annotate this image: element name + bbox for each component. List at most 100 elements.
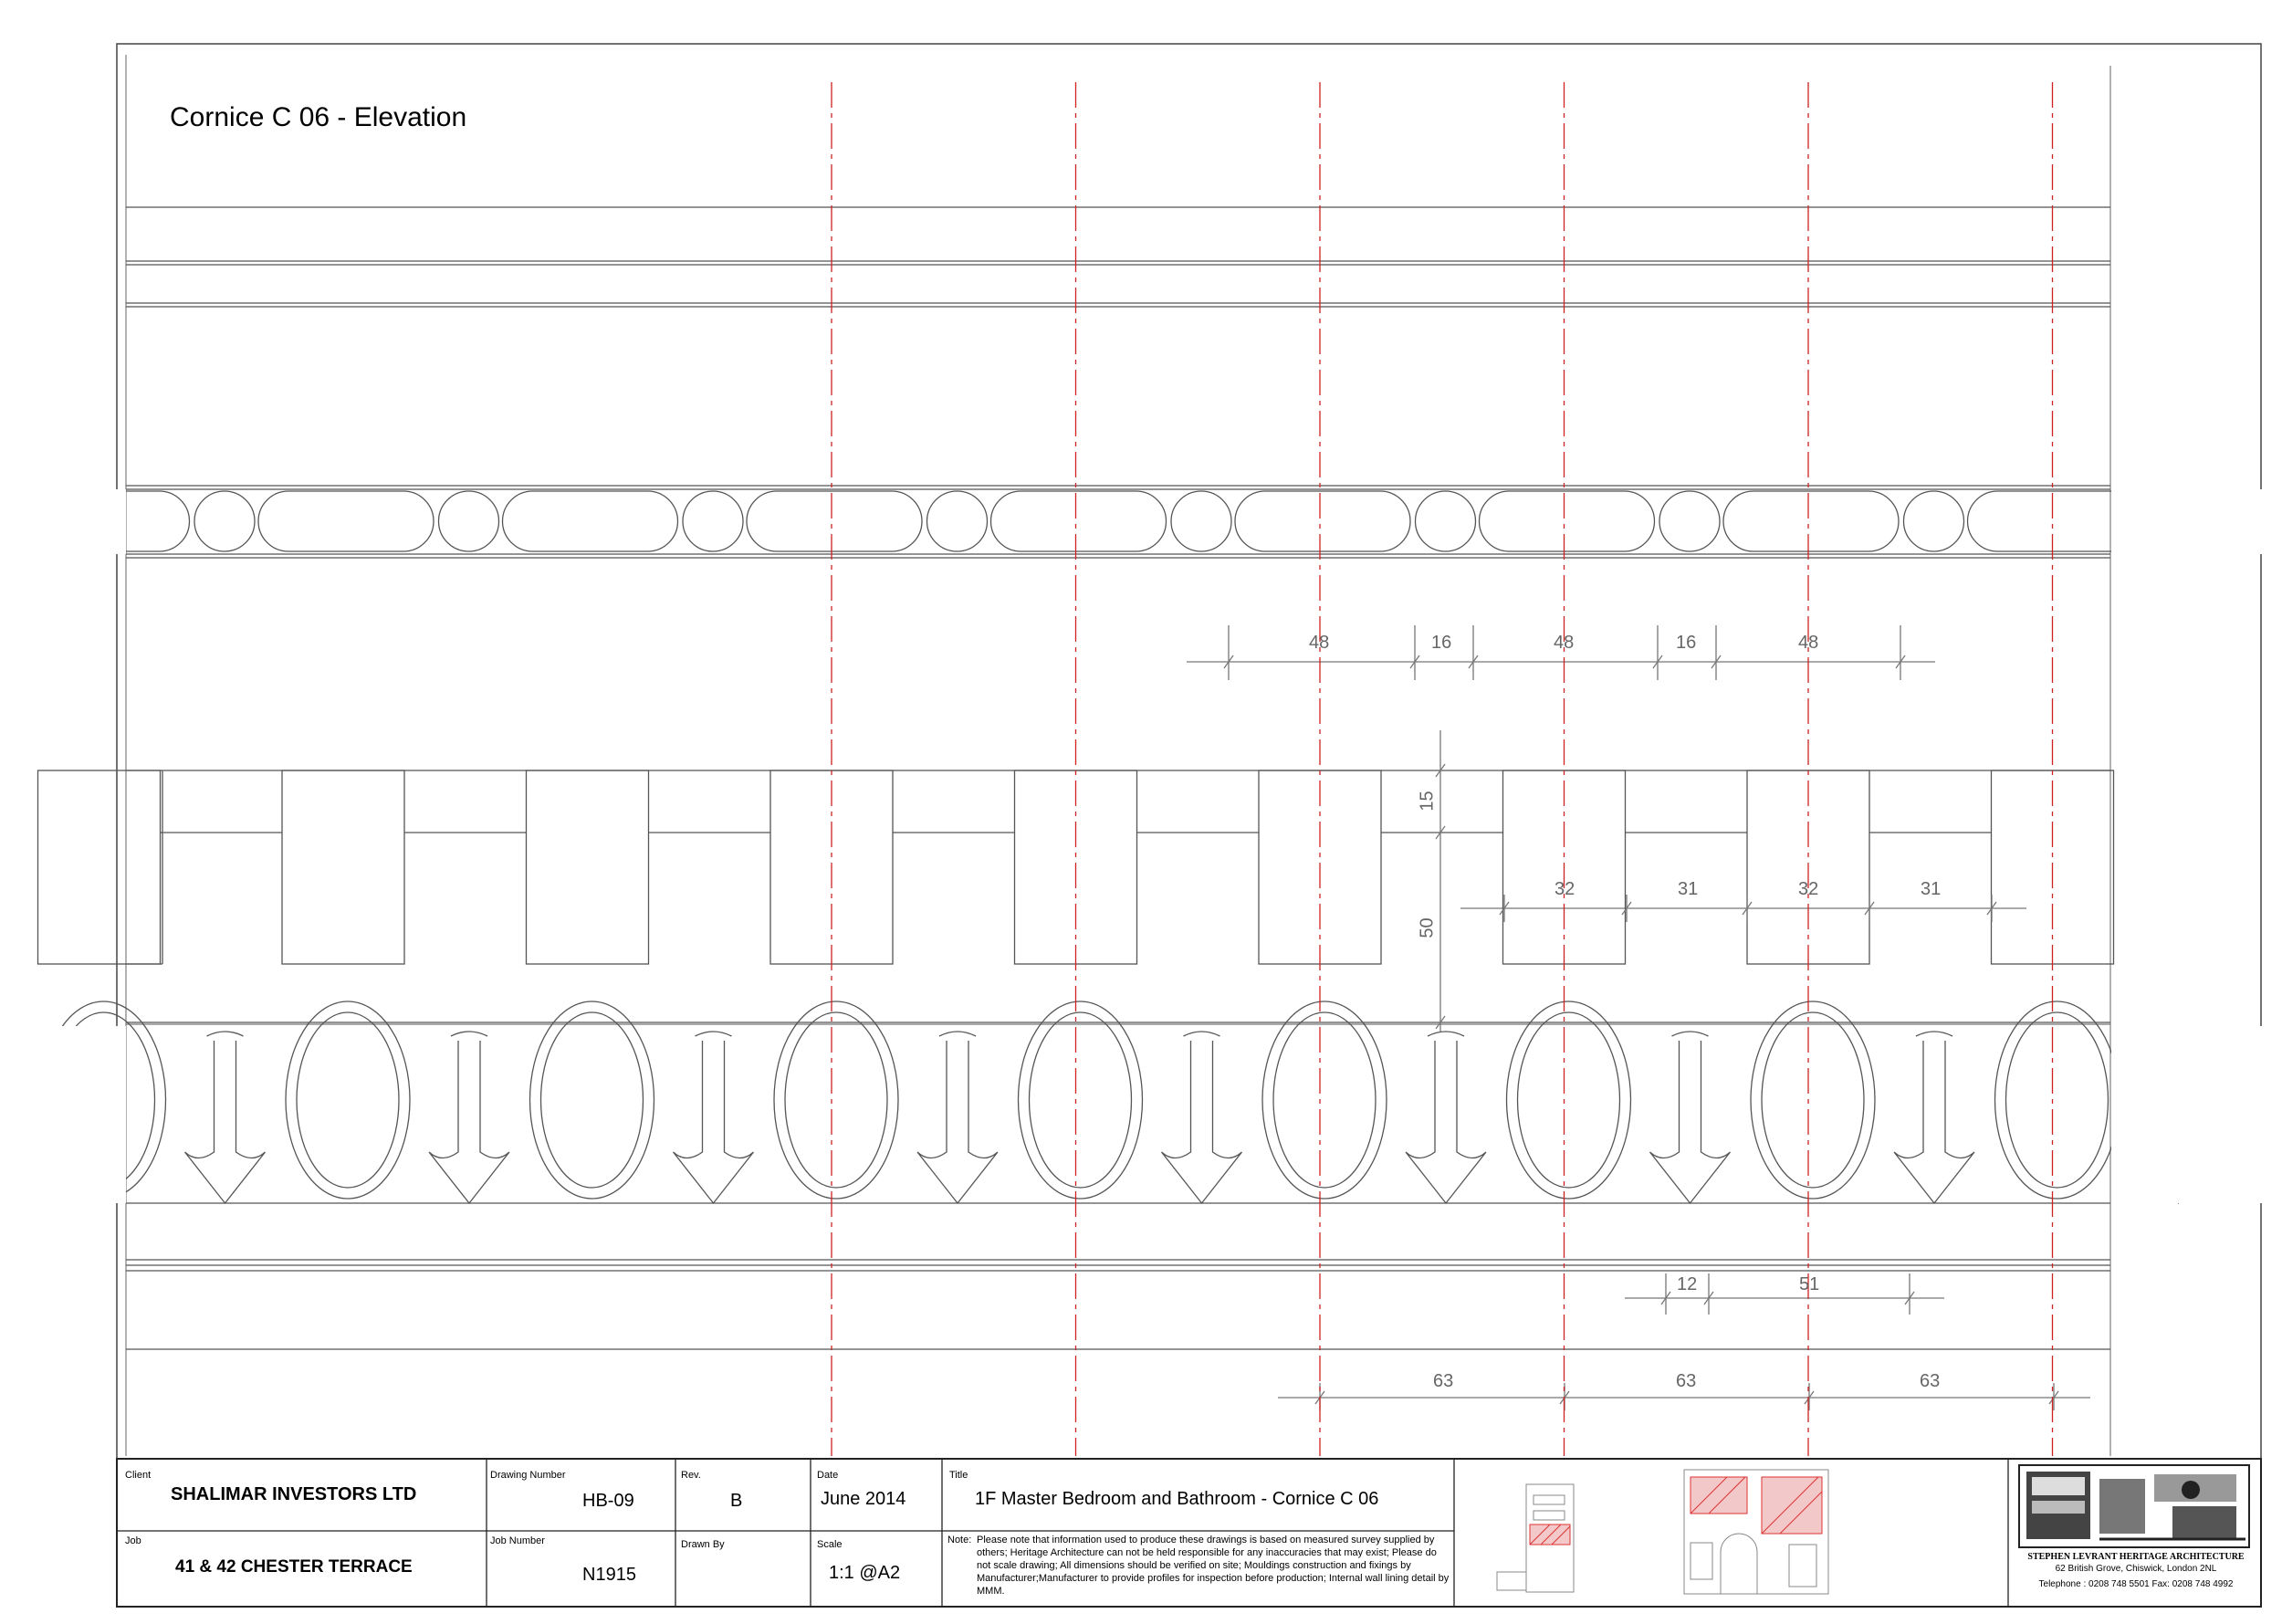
- title-value: 1F Master Bedroom and Bathroom - Cornice…: [975, 1489, 1379, 1509]
- reel: [501, 490, 679, 552]
- note-text: Please note that information used to pro…: [977, 1535, 1450, 1597]
- key-plan-thumbnails: [1496, 1469, 1829, 1595]
- egg-inner: [1761, 1011, 1865, 1189]
- egg-inner: [296, 1011, 400, 1189]
- dimension-label: 16: [1431, 633, 1452, 653]
- egg-outer: [1261, 1001, 1387, 1200]
- firm-address: 62 British Grove, Chiswick, London 2NL: [2055, 1564, 2217, 1574]
- dimension-label: 32: [1554, 879, 1575, 899]
- dimension-label: 31: [1678, 879, 1699, 899]
- bead: [437, 490, 500, 552]
- mask: [2111, 1026, 2282, 1203]
- dimension-label: 48: [1798, 633, 1819, 653]
- rev-label: Rev.: [681, 1470, 701, 1481]
- firm-logo: [2018, 1464, 2250, 1548]
- egg-outer: [1994, 1001, 2120, 1200]
- elevation-hatch: [1529, 1524, 1571, 1545]
- dart: [1160, 1041, 1243, 1205]
- plan-hatch-left: [1690, 1476, 1748, 1514]
- egg-outer: [285, 1001, 411, 1200]
- dart: [672, 1041, 755, 1205]
- reel: [1478, 490, 1656, 552]
- dimension-label-vertical: 15: [1417, 791, 1438, 812]
- dart-top: [1427, 1031, 1465, 1037]
- egg-and-dart-moulding: [0, 1001, 2282, 1205]
- dart: [1405, 1041, 1487, 1205]
- drawing-number: HB-09: [582, 1491, 634, 1511]
- centerlines: [831, 82, 2054, 1456]
- job-name: 41 & 42 CHESTER TERRACE: [175, 1557, 413, 1577]
- client-label: Client: [125, 1470, 152, 1481]
- dart-top: [1915, 1031, 1953, 1037]
- dart: [916, 1041, 999, 1205]
- job-number: N1915: [582, 1565, 636, 1585]
- egg-inner: [784, 1011, 888, 1189]
- dart-top: [695, 1031, 732, 1037]
- bead-and-reel-moulding: [0, 489, 2282, 554]
- egg-outer: [1505, 1001, 1632, 1200]
- dentil-block: [525, 770, 650, 965]
- egg-inner: [1028, 1011, 1133, 1189]
- dimension-label: 63: [1920, 1371, 1941, 1391]
- elevation-thumbnail: [1525, 1483, 1575, 1593]
- dimension-label: 32: [1798, 879, 1819, 899]
- job-number-label: Job Number: [490, 1535, 545, 1546]
- bead: [1659, 490, 1721, 552]
- egg-outer: [1750, 1001, 1876, 1200]
- bead: [682, 490, 744, 552]
- egg-inner: [539, 1011, 644, 1189]
- dimension-label: 51: [1799, 1274, 1820, 1294]
- scale-label: Scale: [817, 1539, 843, 1550]
- mask: [0, 1026, 126, 1203]
- reel: [257, 490, 434, 552]
- egg-inner: [1516, 1011, 1621, 1189]
- dimension-label: 48: [1309, 633, 1330, 653]
- drawn-by-label: Drawn By: [681, 1539, 725, 1550]
- dart: [1893, 1041, 1975, 1205]
- dart-top: [206, 1031, 244, 1037]
- dentil-block: [37, 770, 162, 965]
- firm-name: STEPHEN LEVRANT HERITAGE ARCHITECTURE: [2027, 1552, 2245, 1562]
- dimension-label: 31: [1921, 879, 1942, 899]
- dimension-label: 63: [1676, 1371, 1697, 1391]
- dart: [1649, 1041, 1732, 1205]
- egg-outer: [529, 1001, 655, 1200]
- bead: [1414, 490, 1477, 552]
- dart-top: [1183, 1031, 1220, 1037]
- note-label: Note:: [947, 1535, 972, 1545]
- title-label: Title: [949, 1470, 968, 1481]
- mask: [0, 489, 126, 554]
- bead: [194, 490, 256, 552]
- reel: [1722, 490, 1900, 552]
- dimension-label: 63: [1433, 1371, 1454, 1391]
- reel: [1234, 490, 1411, 552]
- firm-phone: Telephone : 0208 748 5501 Fax: 0208 748 …: [2038, 1579, 2234, 1589]
- dimension-ticks: [1223, 625, 2059, 1410]
- plan-thumbnail: [1683, 1469, 1829, 1595]
- client-name: SHALIMAR INVESTORS LTD: [171, 1484, 417, 1504]
- bead: [926, 490, 989, 552]
- dimension-label: 48: [1554, 633, 1575, 653]
- job-label: Job: [125, 1535, 141, 1546]
- scale-value: 1:1 @A2: [829, 1563, 901, 1583]
- dimension-label-vertical: 50: [1417, 917, 1438, 938]
- egg-inner: [1272, 1011, 1377, 1189]
- bead: [1902, 490, 1965, 552]
- dimension-label: 16: [1676, 633, 1697, 653]
- dart-top: [1671, 1031, 1709, 1037]
- dart-top: [450, 1031, 488, 1037]
- bead: [1170, 490, 1232, 552]
- mask: [2111, 489, 2282, 554]
- dimension-label: 12: [1677, 1274, 1698, 1294]
- dart: [428, 1041, 510, 1205]
- egg-outer: [1017, 1001, 1144, 1200]
- reel: [746, 490, 923, 552]
- dimension-tick: [1435, 763, 1446, 778]
- date-value: June 2014: [821, 1489, 906, 1509]
- dart: [183, 1041, 267, 1205]
- drawing-number-label: Drawing Number: [490, 1470, 566, 1481]
- rev-value: B: [730, 1491, 743, 1511]
- dimension-tick: [1435, 825, 1446, 840]
- dentil-block: [281, 770, 405, 965]
